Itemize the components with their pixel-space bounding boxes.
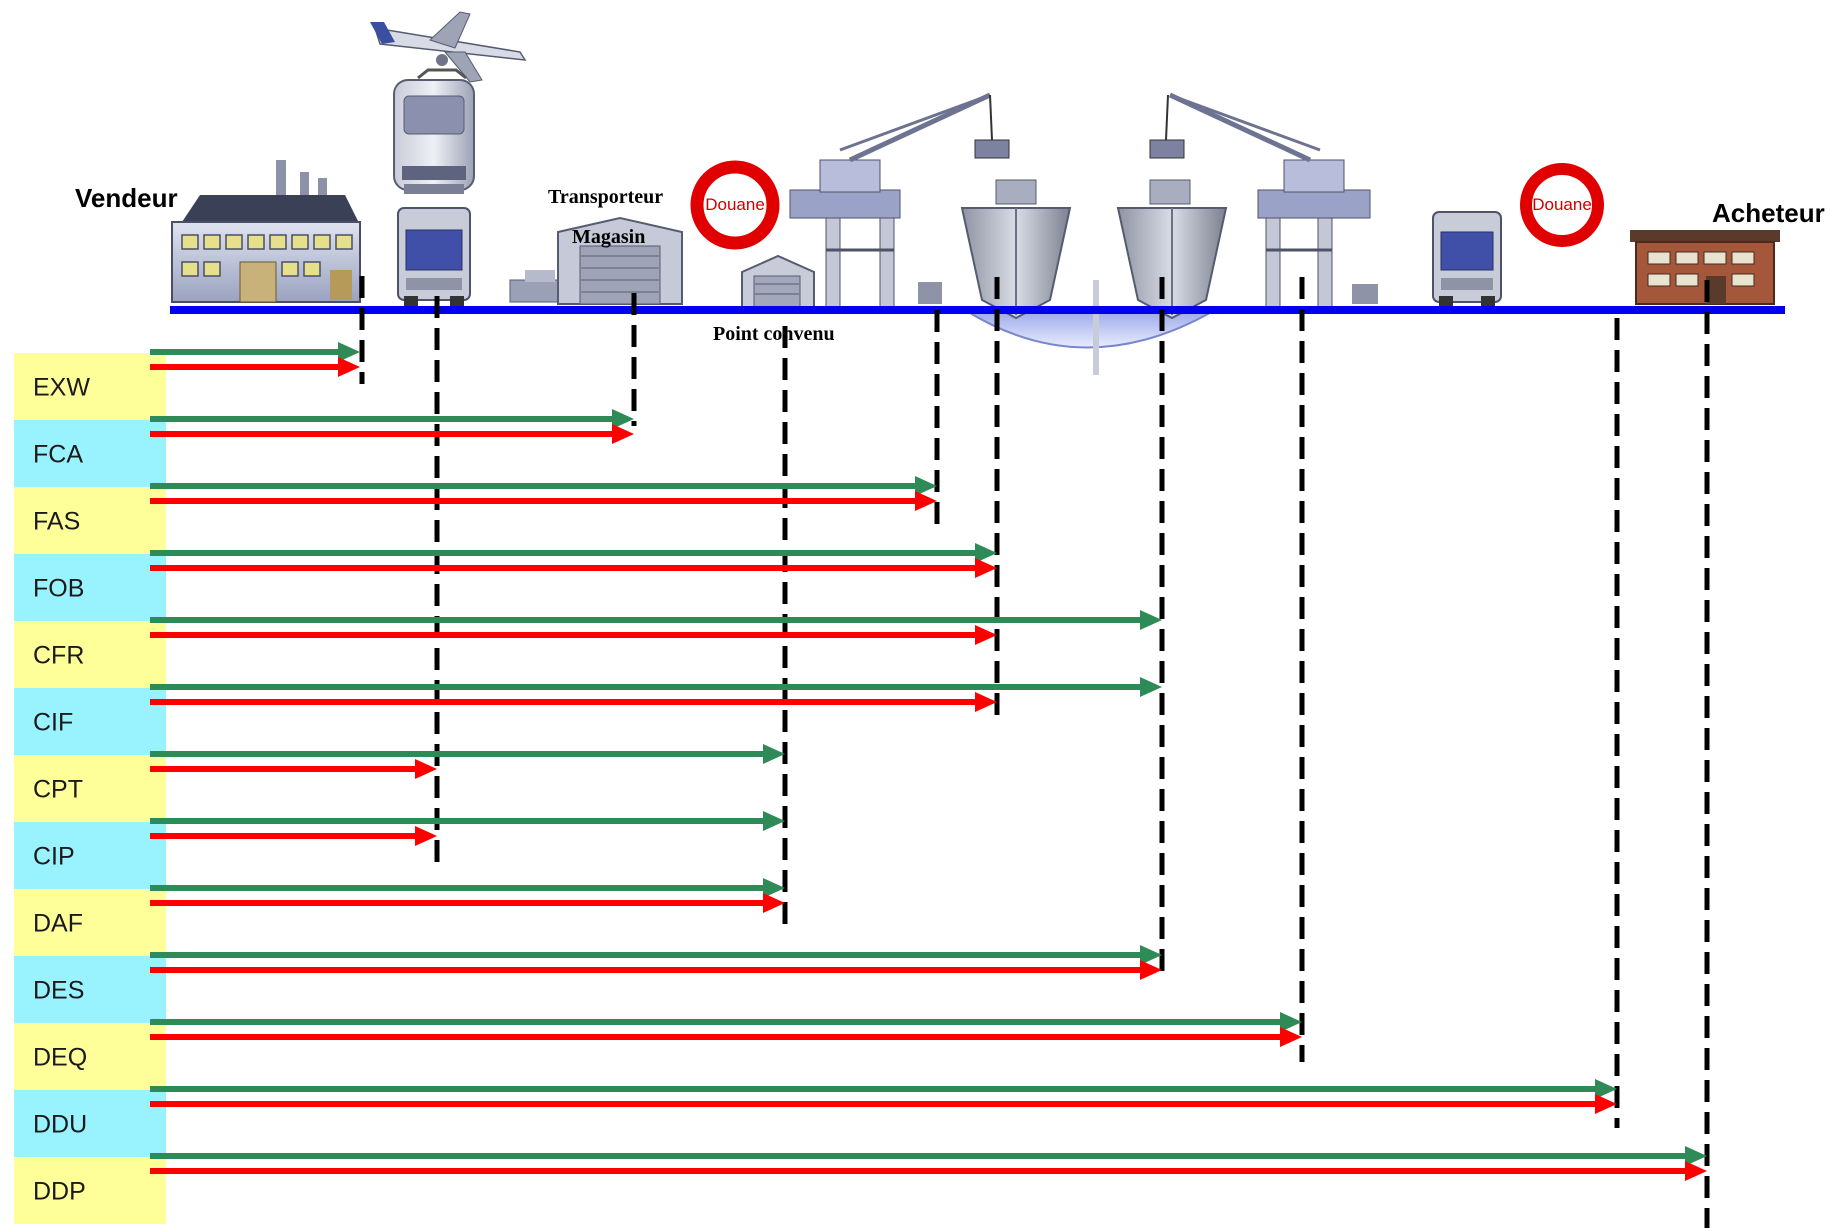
red-arrow-head bbox=[763, 893, 785, 913]
red-arrow-head bbox=[1140, 960, 1162, 980]
term-row-bg bbox=[14, 889, 166, 956]
term-label: FAS bbox=[33, 508, 80, 536]
term-row-bg bbox=[14, 1023, 166, 1090]
term-label: DEQ bbox=[33, 1044, 87, 1072]
term-row-bg bbox=[14, 554, 166, 621]
term-row-bg bbox=[14, 755, 166, 822]
term-row-bg bbox=[14, 1090, 166, 1157]
truck-icon bbox=[397, 207, 471, 306]
term-row-bg bbox=[14, 420, 166, 487]
green-arrow-head bbox=[763, 744, 785, 764]
ship-icon bbox=[960, 179, 1072, 320]
seller-label: Vendeur bbox=[75, 183, 178, 213]
term-row-bg bbox=[14, 1157, 166, 1224]
red-arrow-head bbox=[1685, 1161, 1707, 1181]
customs-label-2: Douane bbox=[1532, 195, 1592, 214]
term-row-bg bbox=[14, 822, 166, 889]
term-label: DDU bbox=[33, 1111, 87, 1139]
incoterm-rows: EXW FCA FAS FOB CFR CIF CPT CIP DAF DES DEQ DDU DDP bbox=[14, 353, 166, 1224]
crane-icon bbox=[789, 92, 1010, 309]
small-warehouse-icon bbox=[741, 254, 815, 309]
green-arrow-head bbox=[1685, 1146, 1707, 1166]
term-label: FOB bbox=[33, 575, 84, 603]
ship-icon bbox=[1116, 179, 1228, 320]
buyer-label: Acheteur bbox=[1712, 198, 1825, 228]
term-row-bg bbox=[14, 353, 166, 420]
red-arrow-head bbox=[415, 826, 437, 846]
green-arrow-head bbox=[1140, 677, 1162, 697]
train-icon bbox=[393, 68, 475, 194]
truck-icon bbox=[1432, 211, 1502, 306]
term-label: CIF bbox=[33, 709, 73, 737]
term-label: FCA bbox=[33, 441, 83, 469]
term-label: CFR bbox=[33, 642, 84, 670]
dock-post bbox=[1093, 280, 1099, 375]
green-arrow-head bbox=[975, 543, 997, 563]
green-arrow-head bbox=[915, 476, 937, 496]
term-label: DAF bbox=[33, 910, 83, 938]
customs-sign-icon bbox=[1520, 163, 1604, 247]
green-arrow-head bbox=[1140, 610, 1162, 630]
term-label: DDP bbox=[33, 1178, 86, 1206]
green-arrow-head bbox=[763, 878, 785, 898]
term-label: CPT bbox=[33, 776, 83, 804]
green-arrow-head bbox=[612, 409, 634, 429]
green-arrow-head bbox=[338, 342, 360, 362]
term-label: EXW bbox=[33, 374, 90, 402]
red-arrow-head bbox=[975, 625, 997, 645]
green-arrow-head bbox=[1280, 1012, 1302, 1032]
customs-sign-icon bbox=[690, 160, 780, 250]
customs-label-1: Douane bbox=[705, 195, 765, 214]
term-row-bg bbox=[14, 621, 166, 688]
red-arrow-head bbox=[1595, 1094, 1617, 1114]
red-arrow-head bbox=[1280, 1027, 1302, 1047]
term-row-bg bbox=[14, 688, 166, 755]
transfer-point-lines bbox=[359, 276, 1710, 1228]
agreed-point-label: Point convenu bbox=[713, 323, 835, 345]
red-arrow-head bbox=[415, 759, 437, 779]
green-arrow-head bbox=[763, 811, 785, 831]
red-arrow-head bbox=[338, 357, 360, 377]
term-label: CIP bbox=[33, 843, 75, 871]
term-label: DES bbox=[33, 977, 84, 1005]
factory-icon bbox=[171, 160, 361, 303]
warehouse-icon bbox=[509, 216, 683, 305]
airplane-icon bbox=[370, 11, 527, 83]
red-arrow-head bbox=[915, 491, 937, 511]
term-row-bg bbox=[14, 956, 166, 1023]
red-arrow-head bbox=[975, 558, 997, 578]
ground-line bbox=[170, 306, 1785, 314]
term-row-bg bbox=[14, 487, 166, 554]
green-arrow-head bbox=[1140, 945, 1162, 965]
red-arrow-head bbox=[975, 692, 997, 712]
green-arrow-head bbox=[1595, 1079, 1617, 1099]
warehouse-label: Magasin bbox=[572, 226, 645, 248]
red-arrow-head bbox=[612, 424, 634, 444]
carrier-label: Transporteur bbox=[548, 186, 663, 208]
responsibility-arrows bbox=[150, 342, 1707, 1181]
